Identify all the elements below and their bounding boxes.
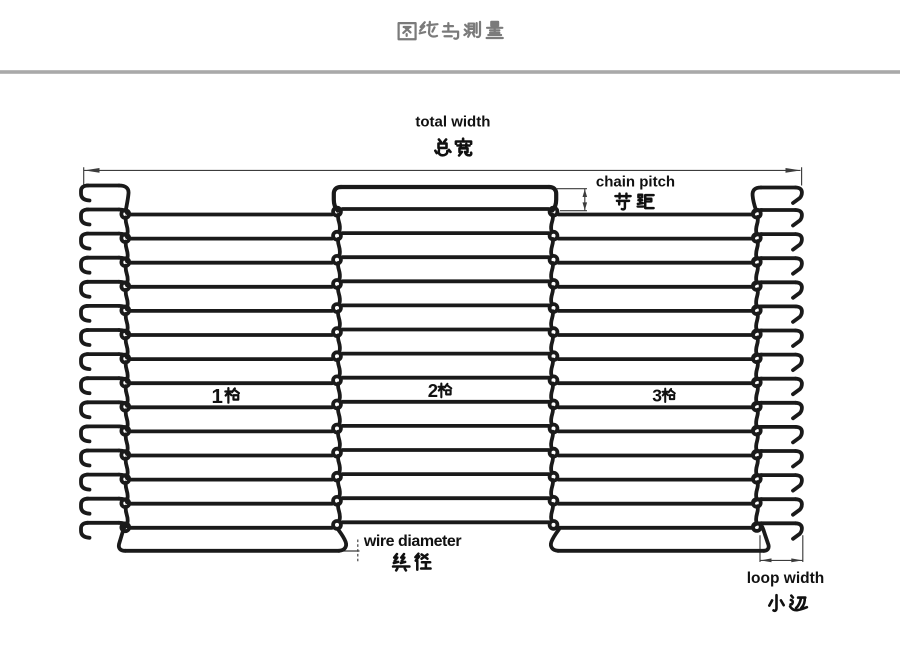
svg-text:1: 1 — [212, 385, 223, 408]
svg-text:chain pitch: chain pitch — [596, 173, 675, 190]
svg-text:total width: total width — [415, 113, 490, 130]
svg-text:wire diameter: wire diameter — [363, 533, 462, 550]
svg-text:3: 3 — [652, 385, 662, 405]
svg-text:2: 2 — [428, 380, 438, 401]
svg-text:loop width: loop width — [747, 570, 824, 587]
